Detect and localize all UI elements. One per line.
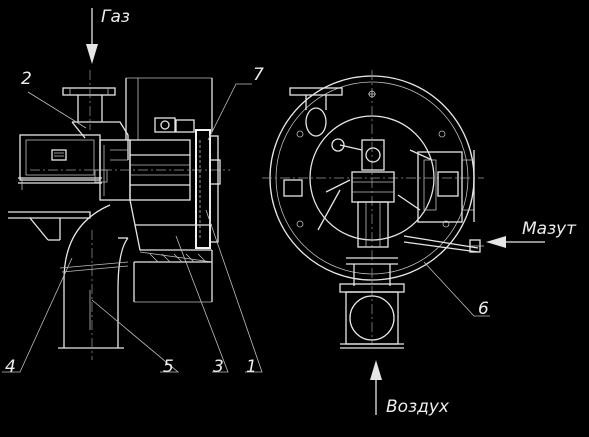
air-elbow-inner (117, 237, 129, 348)
oil-valve-bracket (417, 151, 463, 223)
callout-2: 2 (21, 69, 32, 89)
gas-flange (62, 87, 116, 96)
air-inlet-arrow (370, 360, 382, 415)
air-label: Воздух (386, 397, 450, 417)
housing-block (19, 134, 101, 181)
callout-5: 5 (163, 357, 174, 377)
callout-7: 7 (253, 65, 264, 85)
support-shelf (8, 211, 91, 219)
fuel-oil-inlet-arrow (486, 236, 545, 248)
callout-1: 1 (246, 357, 257, 377)
front-view: Мазут Воздух 6 (262, 70, 577, 417)
callout-4: 4 (5, 357, 16, 377)
gas-collector (72, 121, 129, 160)
gas-label: Газ (101, 7, 130, 27)
inspection-port (51, 149, 67, 161)
callout-6: 6 (478, 299, 489, 319)
nozzle-body (361, 139, 385, 171)
fuel-oil-label: Мазут (522, 219, 577, 239)
gas-inlet-arrow (86, 8, 98, 64)
gas-port-front (305, 107, 327, 137)
side-section-view: Газ (2, 7, 264, 377)
front-plate (195, 129, 211, 249)
callout-3: 3 (213, 357, 224, 377)
air-elbow-outer (63, 204, 111, 348)
